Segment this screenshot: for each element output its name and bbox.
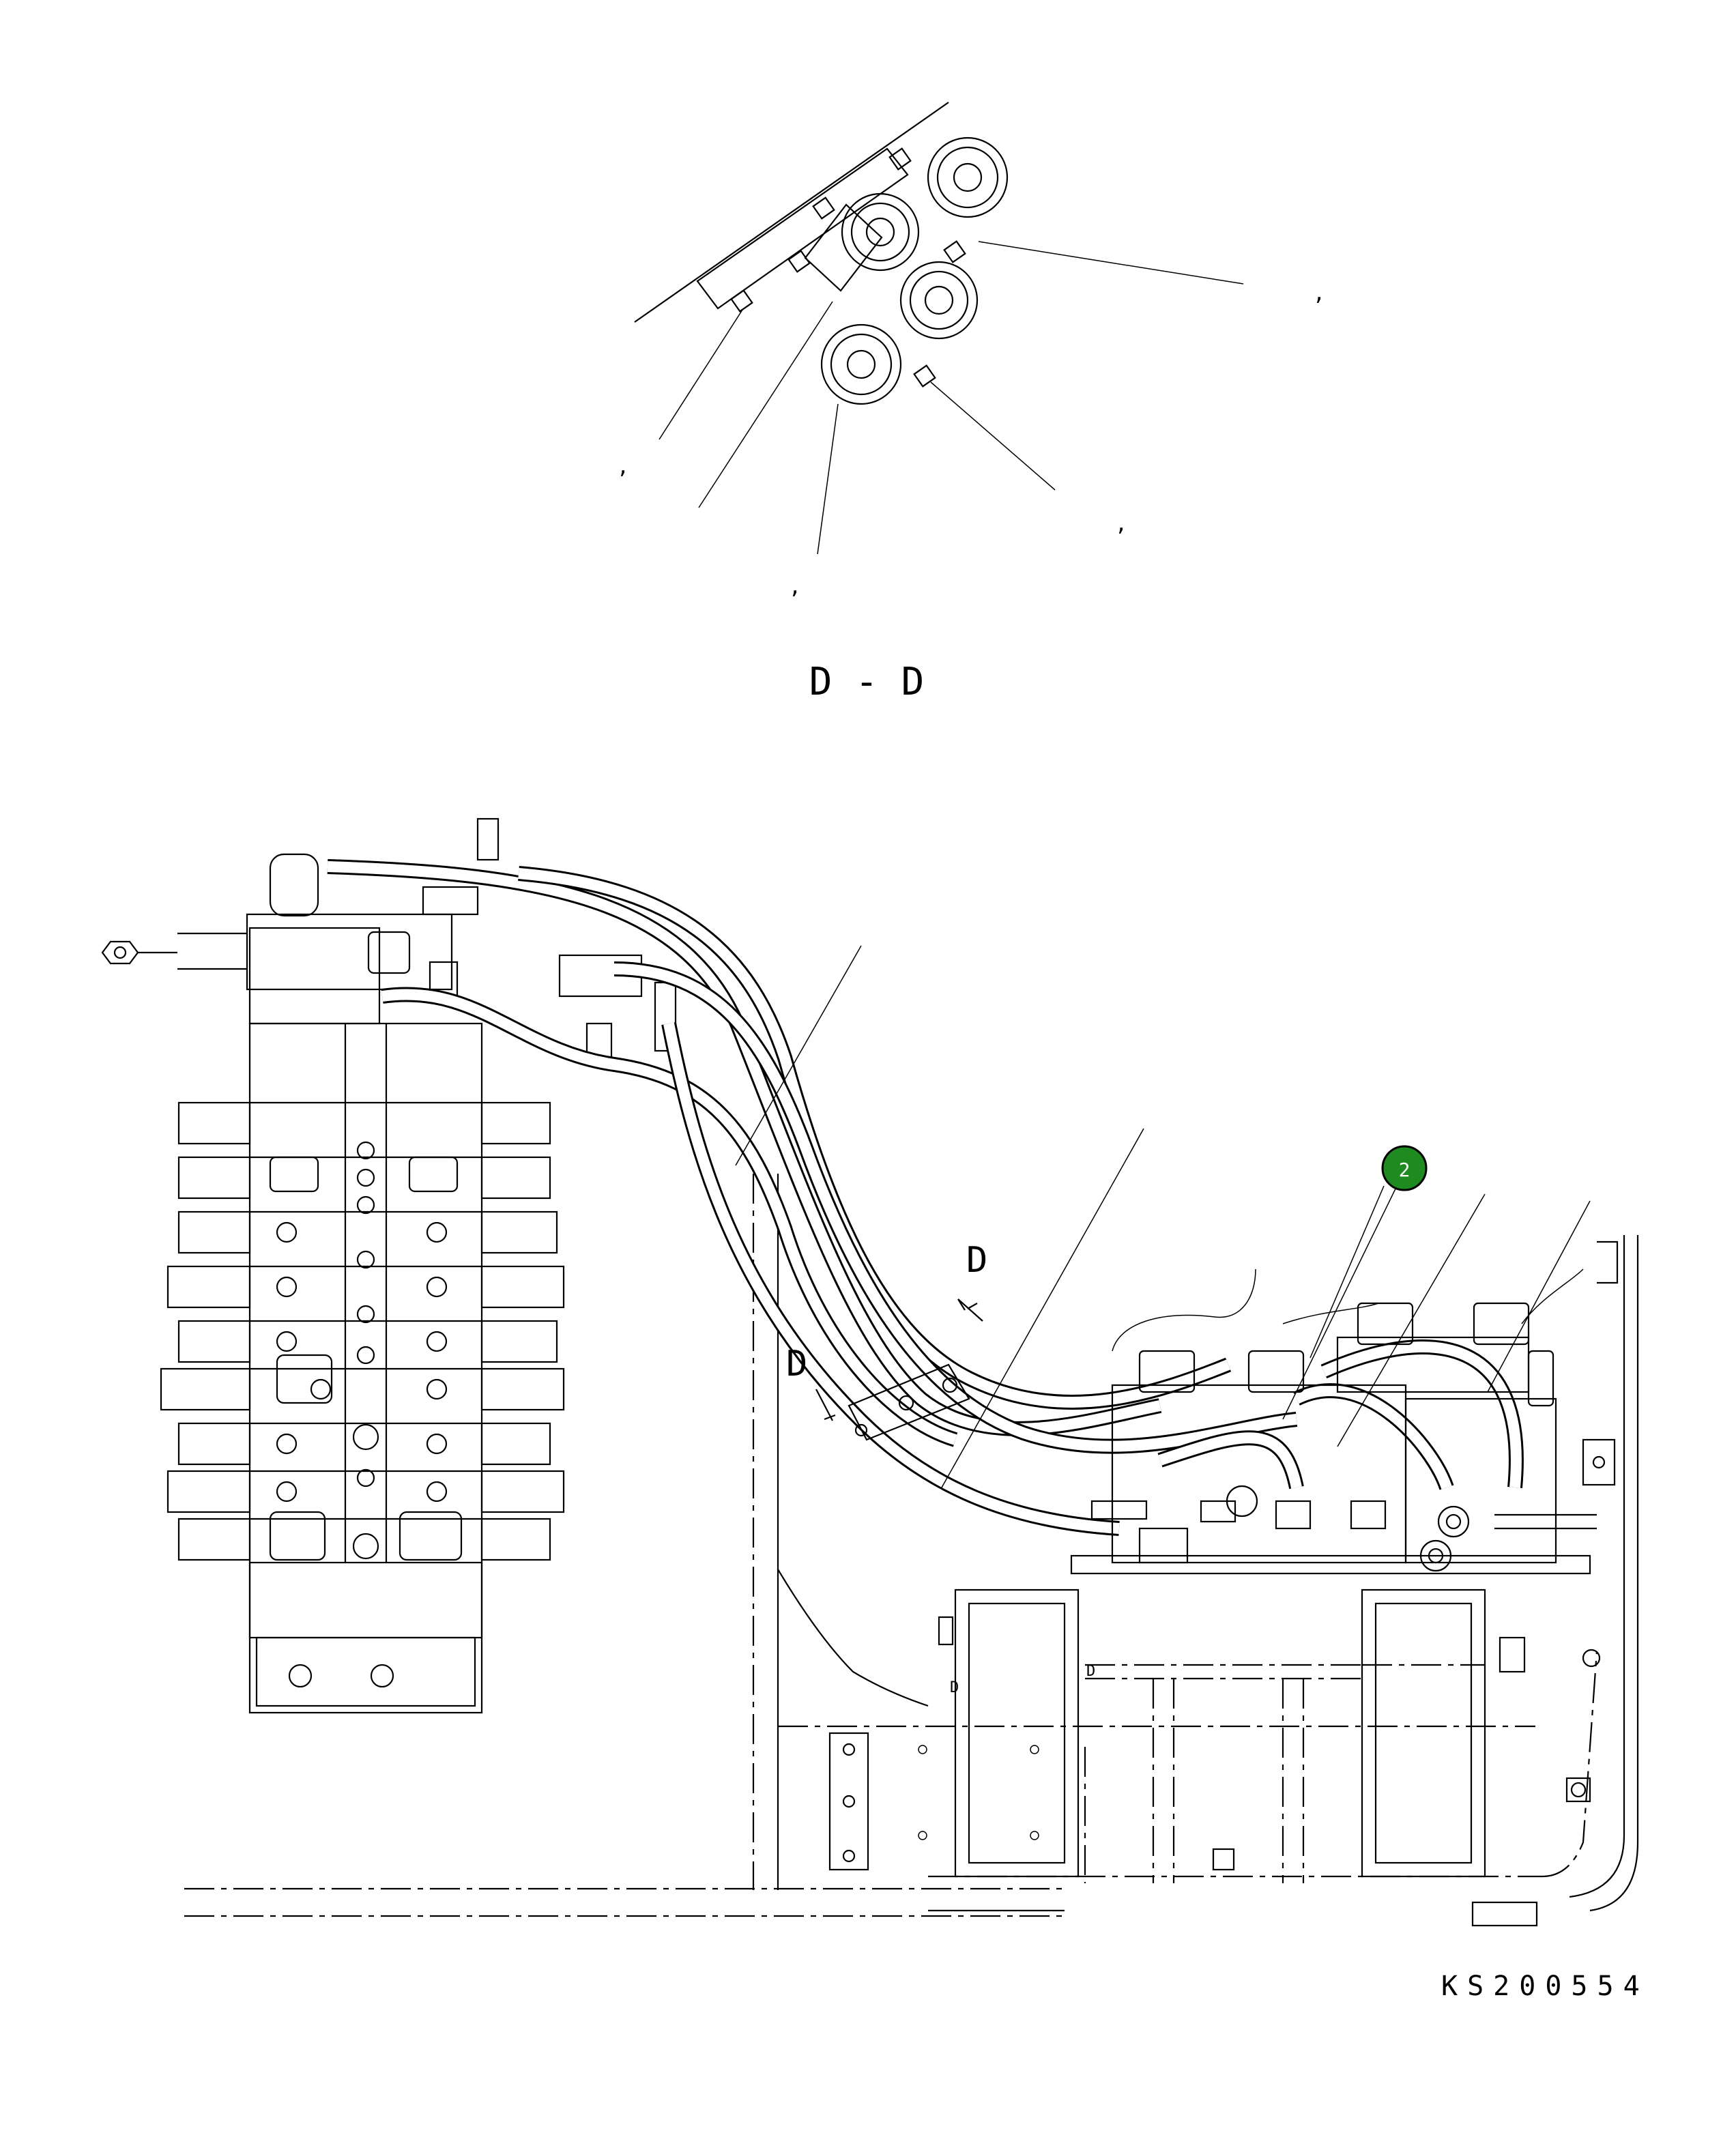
callout-comma: ,: [1313, 282, 1325, 306]
leader-lines: [659, 241, 1244, 555]
section-mark-label: D: [786, 1344, 807, 1384]
main-view: D D D D: [101, 817, 1639, 1927]
control-valve: [160, 927, 565, 1714]
callout-balloon[interactable]: [1381, 1145, 1428, 1191]
hoses: [327, 859, 1524, 1536]
fitting-icons: [1090, 1485, 1470, 1572]
side-bracket: [1494, 1240, 1619, 1530]
solenoid-valve-block: [1070, 1268, 1591, 1575]
port-icons: [276, 1141, 448, 1688]
section-d-d-detail: , , , , D - D: [617, 102, 1325, 704]
section-title: D - D: [809, 660, 925, 704]
hose-clamp-icons: [820, 136, 1009, 405]
section-mark-label: D: [966, 1240, 987, 1281]
support-structure: [828, 1588, 1601, 1927]
small-mark-label: D: [950, 1679, 959, 1696]
bolt-icons: [730, 147, 966, 388]
part-callout-2[interactable]: 2: [1310, 1145, 1428, 1359]
spool-actuators-left: [160, 1101, 251, 1561]
callout-number: 2: [1399, 1159, 1410, 1181]
leader-lines-main: [735, 945, 1591, 1488]
hose-clamp-bracket: [848, 1363, 970, 1441]
solenoid-icons: [1138, 1302, 1554, 1407]
callout-comma: ,: [789, 575, 801, 599]
spool-actuators-right: [480, 1101, 565, 1561]
drawing-code: KS200554: [1441, 1971, 1649, 2002]
manifold-block: [101, 817, 677, 1066]
callout-comma: ,: [617, 455, 629, 479]
small-mark-label: D: [1086, 1663, 1095, 1680]
section-cut-marks: [815, 1298, 983, 1421]
frame-outline: [184, 1174, 1639, 1917]
callout-comma: ,: [1115, 512, 1127, 536]
